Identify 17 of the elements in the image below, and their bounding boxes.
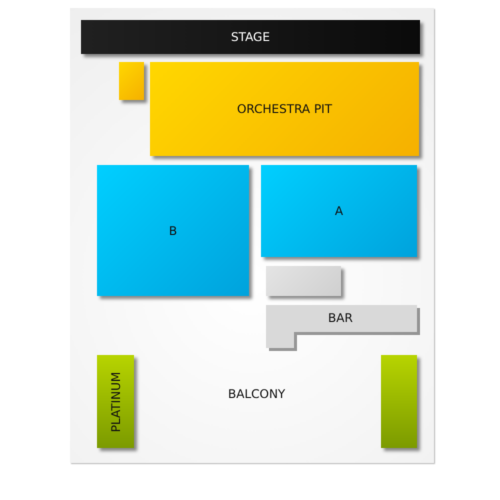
section-label: PLATINUM bbox=[108, 371, 122, 432]
venue-floor-panel bbox=[70, 8, 434, 463]
stage-block bbox=[81, 20, 420, 54]
seating-section bbox=[150, 62, 419, 156]
bar-area bbox=[266, 266, 341, 296]
seating-section bbox=[119, 62, 144, 100]
section-label: ORCHESTRA PIT bbox=[236, 102, 332, 116]
bar-area bbox=[266, 305, 417, 348]
section-label: STAGE bbox=[231, 30, 270, 44]
seating-section bbox=[97, 165, 249, 296]
section-label: A bbox=[334, 204, 344, 218]
seating-section bbox=[381, 355, 417, 448]
section-label: B bbox=[168, 224, 178, 238]
seating-section bbox=[261, 165, 417, 257]
seating-section bbox=[97, 355, 134, 448]
section-label: BAR bbox=[328, 311, 353, 325]
section-label: BALCONY bbox=[228, 387, 286, 401]
